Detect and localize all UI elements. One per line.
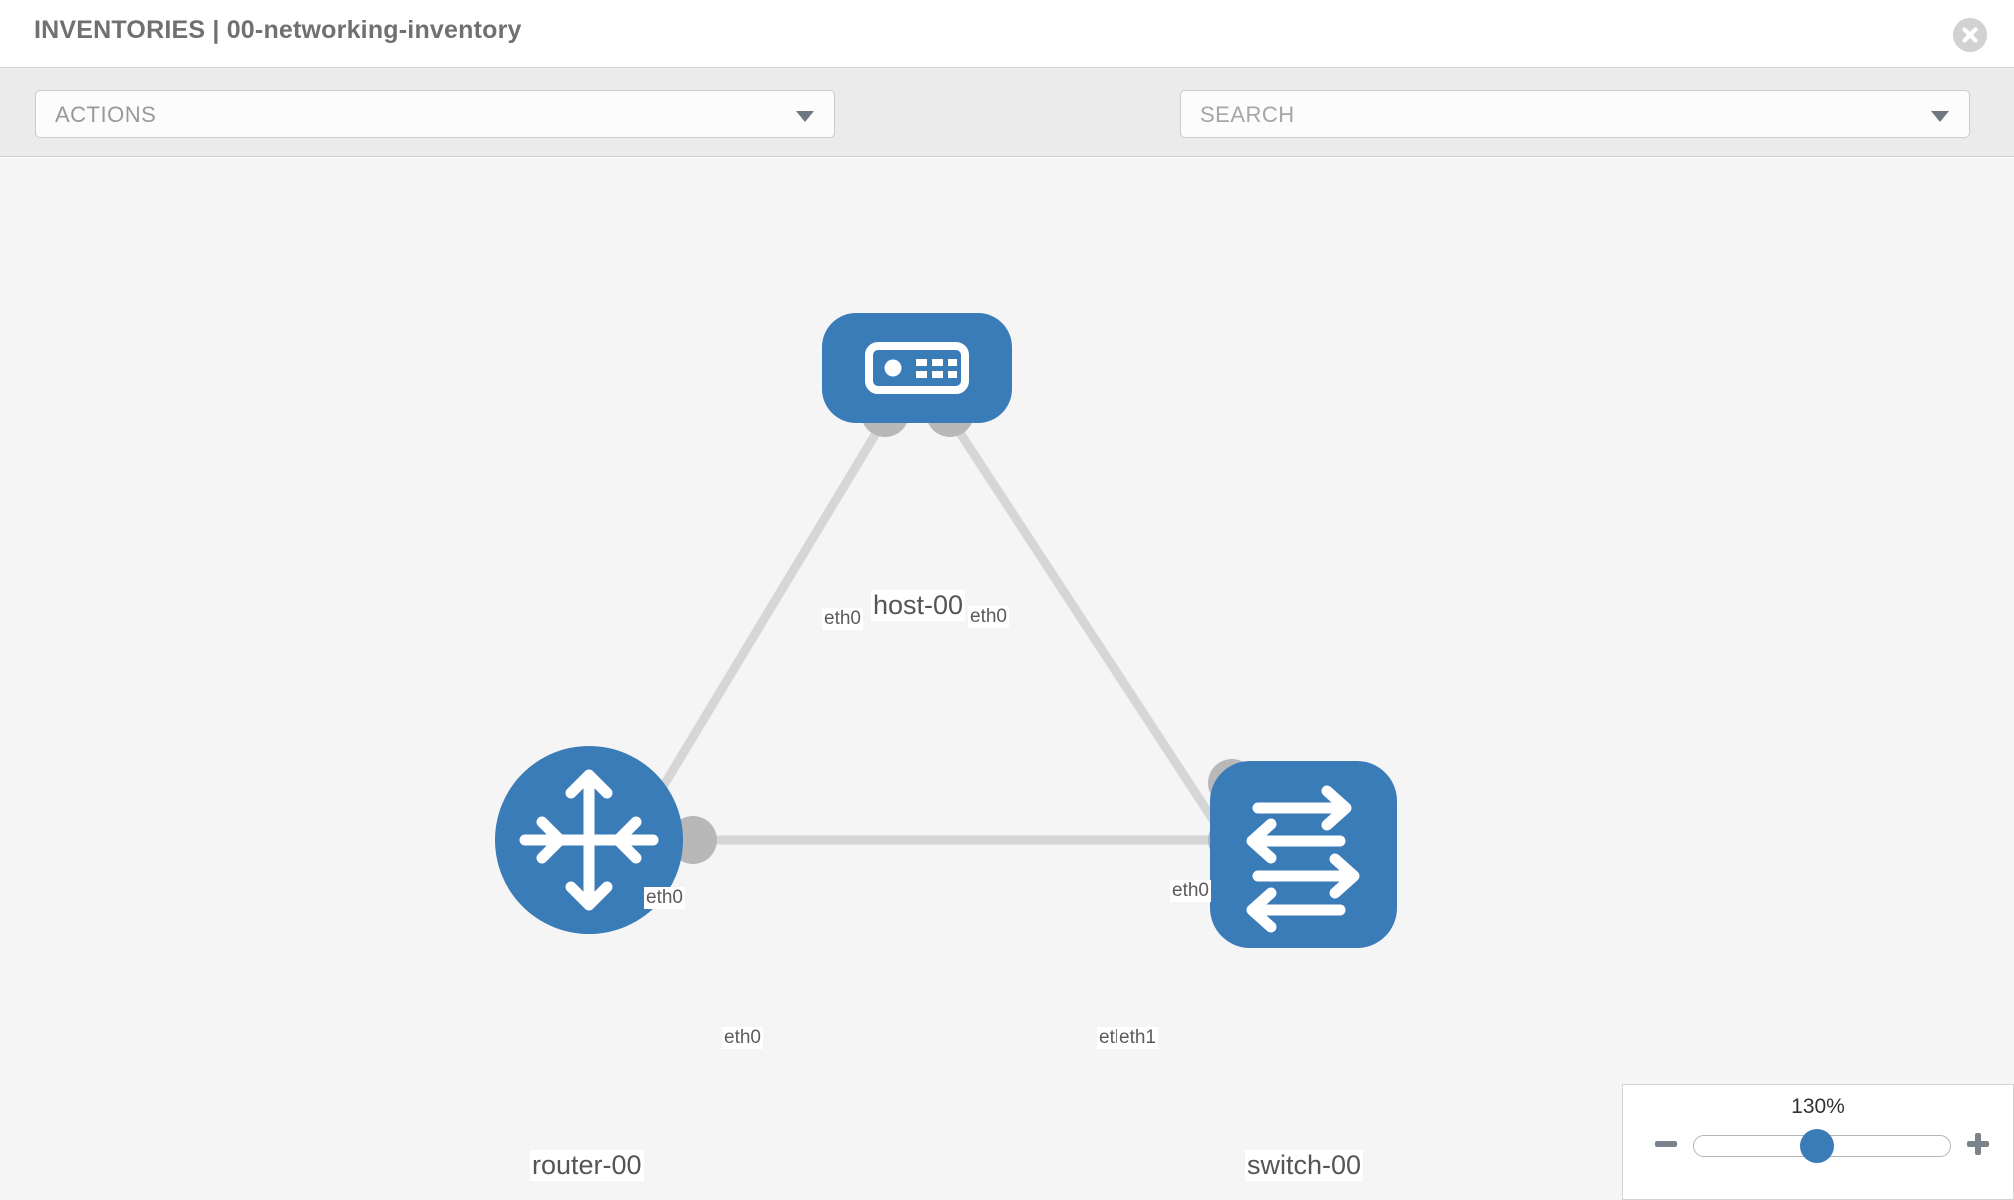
- minus-icon[interactable]: [1653, 1131, 1679, 1157]
- page-header: INVENTORIES | 00-networking-inventory: [0, 0, 2014, 68]
- page-title: INVENTORIES | 00-networking-inventory: [34, 16, 522, 44]
- toolbar: ACTIONS SEARCH: [0, 68, 2014, 203]
- topology-canvas[interactable]: host-00 router-00 switch-00 eth0 eth0 et…: [0, 158, 2014, 1200]
- node-switch-00[interactable]: [1210, 761, 1397, 948]
- node-label-host-00: host-00: [871, 590, 966, 621]
- node-router-00[interactable]: [495, 746, 683, 934]
- topology-graph: [495, 313, 1397, 948]
- chevron-down-icon: [796, 111, 814, 122]
- zoom-control-panel: 130%: [1622, 1084, 2014, 1200]
- plus-icon[interactable]: [1965, 1131, 1991, 1157]
- server-icon: [865, 342, 969, 394]
- router-arrows-icon: [519, 769, 659, 911]
- zoom-percent-label: 130%: [1791, 1095, 1845, 1118]
- search-input[interactable]: SEARCH: [1180, 90, 1970, 138]
- node-label-router-00: router-00: [530, 1150, 644, 1181]
- edge-label-host-eth0-right: eth0: [968, 606, 1009, 628]
- edge-label-router-eth0: eth0: [722, 1027, 763, 1049]
- search-placeholder: SEARCH: [1200, 102, 1295, 127]
- node-host-00[interactable]: [822, 313, 1012, 423]
- zoom-slider-thumb[interactable]: [1800, 1129, 1834, 1163]
- actions-dropdown-label: ACTIONS: [55, 102, 157, 127]
- switch-arrows-icon: [1246, 785, 1360, 933]
- close-icon[interactable]: [1953, 18, 1987, 52]
- actions-dropdown[interactable]: ACTIONS: [35, 90, 835, 138]
- edge-label-switch-eth1: eth1: [1117, 1027, 1158, 1049]
- edge-label-switch-eth0-diag: eth0: [1170, 880, 1211, 902]
- edge-label-host-eth0-left: eth0: [822, 608, 863, 630]
- edge-host-router: [616, 407, 894, 861]
- node-label-switch-00: switch-00: [1245, 1150, 1364, 1181]
- edge-label-router-eth0-diag: eth0: [644, 887, 685, 909]
- edge-host-switch: [941, 407, 1242, 861]
- chevron-down-icon[interactable]: [1931, 111, 1949, 122]
